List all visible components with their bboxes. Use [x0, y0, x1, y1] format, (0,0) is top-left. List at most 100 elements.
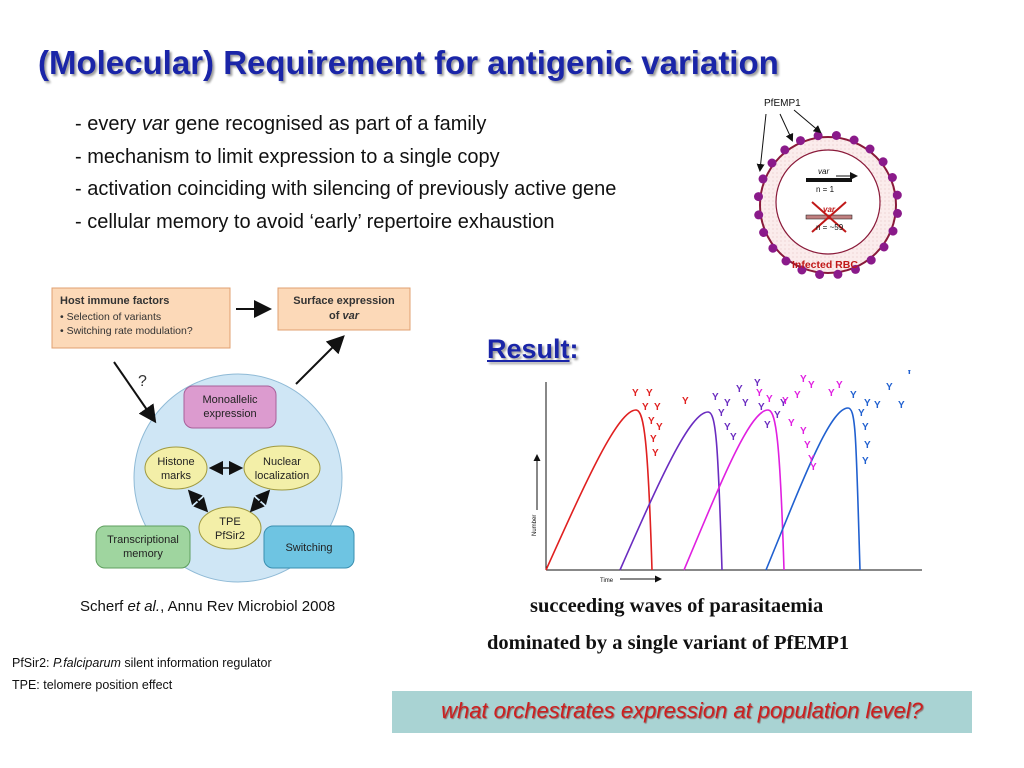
surface-expression-title: Surface expression — [293, 295, 395, 307]
var-active-count: n = 1 — [816, 185, 835, 194]
antibody-marker: Y — [756, 388, 763, 399]
host-immune-title: Host immune factors — [60, 295, 169, 307]
pfemp1-knob — [759, 228, 769, 237]
antibody-marker: Y — [730, 432, 737, 443]
bullet-item: - every var gene recognised as part of a… — [75, 113, 487, 135]
pfemp1-knob — [866, 255, 876, 265]
transcriptional-memory-node — [95, 525, 191, 569]
surface-expression-subtitle: of var — [329, 310, 360, 322]
tpe-pfsir2-label: TPE — [219, 516, 240, 528]
antibody-marker: Y — [864, 398, 871, 409]
antibody-marker: Y — [712, 392, 719, 403]
result-heading: Result: — [487, 334, 579, 364]
parasite-nucleus — [775, 149, 881, 255]
antibody-marker: Y — [724, 422, 731, 433]
nuclear-localization-label: Nuclear — [263, 456, 301, 468]
wave-curve — [619, 411, 723, 571]
antibody-marker: Y — [764, 420, 771, 431]
monoallelic-expression-label: Monoallelic — [202, 394, 258, 406]
antibody-marker: Y — [808, 454, 815, 465]
tpe-pfsir2-label: PfSir2 — [215, 530, 245, 542]
antibody-marker: Y — [828, 388, 835, 399]
antibody-marker: Y — [874, 400, 881, 411]
antibody-marker: Y — [736, 384, 743, 395]
pfemp1-arrow — [779, 113, 794, 142]
var-active-gene — [806, 178, 852, 182]
wave-series — [545, 407, 861, 571]
antibody-marker: Y — [800, 426, 807, 437]
pfemp1-knob — [815, 270, 825, 279]
pfemp1-knob — [893, 208, 902, 218]
antibody-marker: Y — [862, 456, 869, 467]
nuclear-localization-node — [243, 445, 321, 491]
var-silent-label: var — [823, 205, 836, 214]
antibody-marker: Y — [804, 440, 811, 451]
pfemp1-knob — [831, 131, 841, 140]
pfemp1-knobs — [754, 131, 902, 279]
pfemp1-knob — [879, 242, 889, 252]
pfemp1-knob — [887, 173, 897, 182]
pfemp1-knob — [833, 269, 843, 279]
antibody-marker: Y — [766, 394, 773, 405]
result-caption-line: dominated by a single variant of PfEMP1 — [487, 632, 850, 654]
monoallelic-expression-label: expression — [203, 408, 256, 420]
antibody-marker: Y — [864, 440, 871, 451]
transcriptional-memory-label: memory — [123, 548, 163, 560]
bullet-item: - mechanism to limit expression to a sin… — [75, 145, 500, 168]
citation: Scherf et al., Annu Rev Microbiol 2008 — [80, 598, 336, 615]
bullet-list: - every var gene recognised as part of a… — [75, 108, 616, 238]
antibody-marker: Y — [724, 398, 731, 409]
antibody-marker: Y — [652, 448, 659, 459]
antibody-marker: Y — [632, 388, 639, 399]
host-to-model-arrow — [113, 361, 157, 424]
var-regulation-model: Host immune factors • Selection of varia… — [51, 287, 411, 583]
antibody-marker: Y — [754, 378, 761, 389]
footnote-pfsir2: PfSir2: P.falciparum silent information … — [12, 656, 272, 670]
footnote-tpe: TPE: telomere position effect — [12, 678, 173, 692]
antibody-marker: Y — [742, 398, 749, 409]
slide-title: (Molecular) Requirement for antigenic va… — [38, 44, 779, 81]
antibody-marker: Y — [780, 398, 787, 409]
histone-marks-node — [144, 446, 208, 490]
switching-node — [263, 525, 355, 569]
pfemp1-knob — [797, 265, 807, 275]
antibody-marker: Y — [782, 396, 789, 407]
nuclear-tpe-arrow — [249, 489, 271, 513]
infected-rbc-label: Infected RBC — [792, 259, 858, 271]
pfemp1-knob — [780, 145, 790, 155]
pfemp1-knob — [851, 264, 860, 274]
antibody-marker: Y — [682, 396, 689, 407]
antibody-marker: Y — [808, 380, 815, 391]
histone-marks-label: Histone — [157, 456, 194, 468]
antibody-marker: Y — [758, 402, 765, 413]
antibody-marker: Y — [794, 390, 801, 401]
var-active-label: var — [818, 167, 829, 176]
pfemp1-arrow — [756, 113, 767, 172]
pfemp1-knob — [754, 192, 763, 202]
surface-expression-box — [277, 287, 411, 331]
silenced-cross — [811, 201, 847, 233]
result-caption-line: succeeding waves of parasitaemia — [530, 595, 824, 617]
var-silent-count: n = ~59 — [816, 223, 844, 232]
pfemp1-knob — [878, 157, 888, 167]
nuclear-localization-label: localization — [255, 470, 309, 482]
pfemp1-knob — [796, 136, 805, 146]
wave-curve — [683, 409, 785, 571]
pfemp1-knob — [768, 243, 778, 253]
question-banner — [392, 691, 972, 733]
antibody-marker: Y — [810, 462, 817, 473]
host-immune-item: • Selection of variants — [60, 311, 161, 323]
antibody-marker: Y — [862, 422, 869, 433]
antibody-marker: Y — [850, 390, 857, 401]
antibody-marker: Y — [906, 370, 913, 377]
pfemp1-knob — [892, 190, 902, 200]
antibody-marker: Y — [718, 408, 725, 419]
infected-rbc-diagram: PfEMP1 var n = 1 var n = ~59 Infected RB… — [754, 98, 902, 279]
pfemp1-label: PfEMP1 — [764, 98, 801, 109]
unknown-link-question-mark: ? — [138, 373, 147, 390]
host-immune-item: • Switching rate modulation? — [60, 325, 193, 337]
antibody-marker: Y — [788, 418, 795, 429]
antibody-marker: Y — [886, 382, 893, 393]
bullet-item: - activation coinciding with silencing o… — [75, 178, 617, 200]
